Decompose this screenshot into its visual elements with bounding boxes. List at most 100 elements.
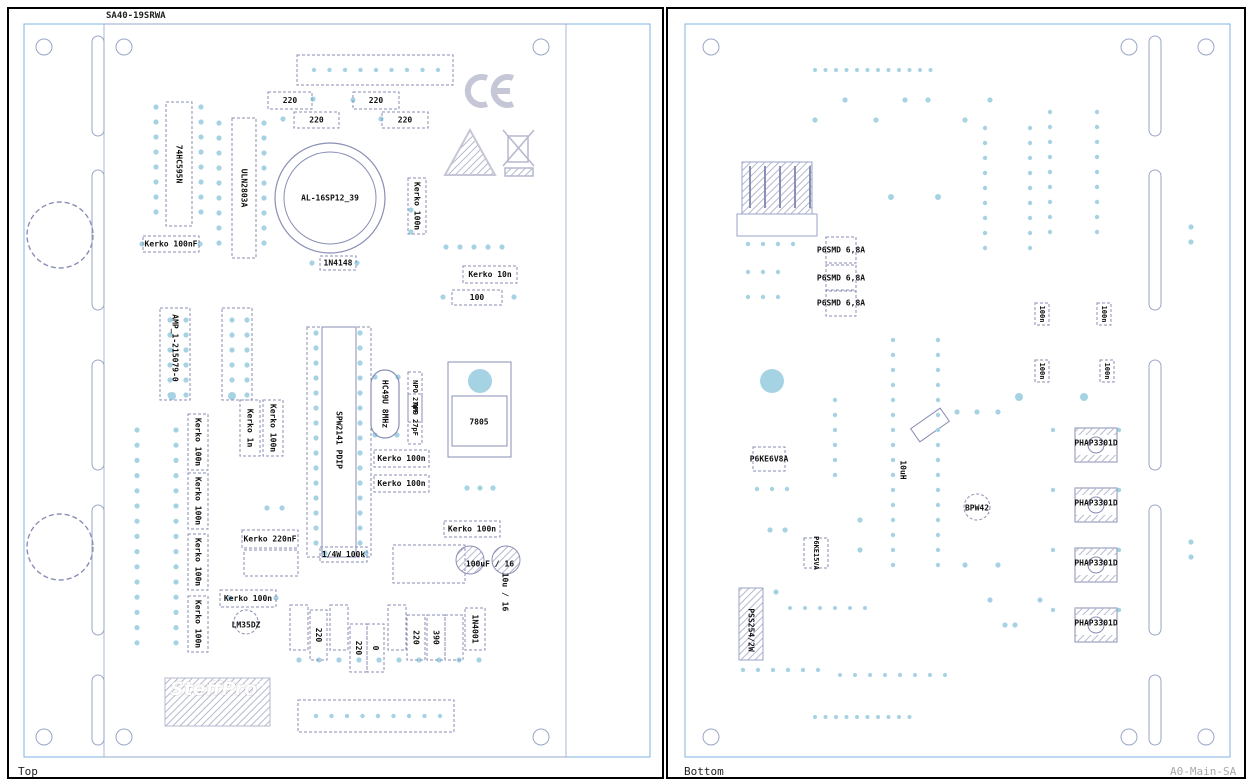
- pad: [853, 673, 857, 677]
- pad: [873, 117, 879, 123]
- mounting-hole: [115, 38, 133, 56]
- ic-74hc595n: [165, 101, 193, 227]
- pad: [313, 330, 319, 336]
- pad: [153, 119, 159, 125]
- pad: [1027, 245, 1033, 251]
- logo-text: SteffPro: [170, 678, 258, 700]
- pad: [857, 517, 863, 523]
- component-label: Kerko 100n: [194, 538, 203, 586]
- pad: [890, 412, 896, 418]
- pad: [982, 245, 988, 251]
- pad: [815, 667, 821, 673]
- pad: [935, 562, 941, 568]
- pad: [1050, 607, 1056, 613]
- mounting-hole: [702, 728, 720, 746]
- resistor-extra: [329, 604, 349, 651]
- pad: [311, 67, 317, 73]
- pad: [788, 606, 792, 610]
- pad: [745, 269, 751, 275]
- pad: [935, 337, 941, 343]
- capacitor-cv6: [187, 533, 209, 591]
- pad: [464, 485, 470, 491]
- pad: [823, 715, 828, 719]
- pad: [261, 120, 267, 126]
- pad: [823, 68, 828, 72]
- component-label: 100n: [1103, 363, 1111, 380]
- pad: [890, 382, 896, 388]
- pad: [890, 517, 896, 523]
- capacitor-cv3: [262, 399, 284, 457]
- pad: [244, 377, 250, 383]
- pad: [754, 486, 760, 492]
- phap-ring: [1087, 436, 1105, 454]
- component-label: 220: [398, 116, 413, 125]
- pad: [244, 347, 250, 353]
- mounting-hole: [115, 728, 133, 746]
- component-label: P6SMD 6,8A: [817, 246, 865, 255]
- pad-layer: [134, 67, 1194, 719]
- inductor-body: [909, 407, 951, 443]
- pad: [935, 457, 941, 463]
- pad: [167, 347, 173, 353]
- pad: [198, 134, 204, 140]
- pad: [1094, 109, 1100, 115]
- pad: [183, 332, 189, 338]
- pad: [1027, 125, 1033, 131]
- pad: [1094, 184, 1100, 190]
- pad: [134, 564, 140, 570]
- pad: [357, 360, 363, 366]
- regulator-outline: [447, 361, 512, 458]
- pad: [1188, 539, 1194, 545]
- pad: [261, 195, 267, 201]
- capacitor-cv1: [407, 177, 427, 235]
- mounting-hole: [1120, 38, 1138, 56]
- component-label: Kerko 100n: [224, 594, 272, 603]
- pad: [745, 241, 751, 247]
- capacitor-c5: [443, 520, 501, 538]
- pad: [842, 97, 848, 103]
- pad: [173, 609, 179, 616]
- ic-uln2803a: [231, 117, 257, 259]
- pad: [886, 715, 891, 719]
- photodiode-body: [963, 493, 991, 521]
- crystal-outline: [370, 369, 400, 439]
- top-view-label: Top: [18, 765, 38, 778]
- pad: [437, 713, 443, 719]
- pad: [336, 657, 342, 663]
- pad: [890, 457, 896, 463]
- pad: [987, 97, 993, 103]
- pad: [775, 294, 781, 300]
- pad: [261, 180, 267, 186]
- pad: [813, 68, 817, 72]
- resistor-r6: [319, 546, 368, 563]
- component-label: PHAP3301D: [1074, 619, 1118, 628]
- pad: [134, 533, 140, 540]
- pad: [329, 713, 334, 719]
- pad: [935, 397, 941, 403]
- capacitor-c1: [142, 235, 200, 253]
- pad: [982, 215, 988, 221]
- component-label: Kerko 100n: [194, 477, 203, 525]
- pad: [865, 68, 870, 72]
- pad: [357, 420, 363, 426]
- component-label: BPW42: [965, 504, 989, 513]
- pad: [376, 657, 382, 663]
- component-label: 10u / 16: [501, 573, 510, 612]
- pad: [1050, 487, 1056, 493]
- resistor-extra: [289, 604, 309, 651]
- pad: [198, 194, 204, 200]
- pad: [857, 547, 863, 553]
- pad: [907, 715, 912, 719]
- pad: [1047, 229, 1053, 235]
- resistor-vr3: [366, 623, 385, 673]
- pad: [1116, 607, 1122, 613]
- pad: [153, 104, 159, 110]
- pad: [890, 502, 896, 508]
- component-label: 220: [309, 116, 324, 125]
- pad: [406, 713, 412, 719]
- pad: [773, 589, 779, 595]
- capacitor-c7: [219, 589, 277, 608]
- pad: [173, 457, 179, 463]
